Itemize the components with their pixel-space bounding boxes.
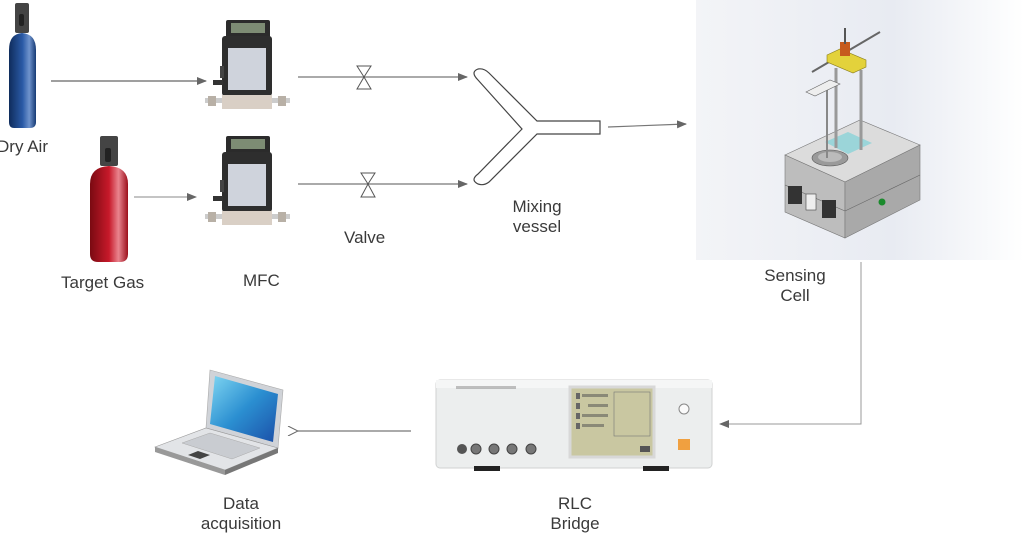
dry-air-label: Dry Air	[0, 137, 48, 156]
sensing-cell-label-line1: Sensing	[764, 266, 826, 285]
mfc-label: MFC	[243, 271, 280, 290]
rlc-bridge-label-line1: RLC	[557, 494, 592, 513]
data-acquisition-label-line1: Data	[223, 494, 259, 513]
valve-label: Valve	[344, 228, 386, 247]
rlc-bridge-label-line2: Bridge	[550, 514, 600, 533]
mixing-vessel-label-line2: vessel	[512, 217, 562, 236]
target-gas-label: Target Gas	[61, 273, 145, 292]
valve-top-icon	[356, 65, 372, 90]
data-acquisition-label-line2: acquisition	[200, 514, 282, 533]
target-gas-cylinder-icon	[90, 136, 128, 262]
sensing-cell-label-line2: Cell	[780, 286, 810, 305]
mfc-bottom-icon	[205, 136, 290, 225]
rlc-bridge-icon	[435, 379, 713, 471]
laptop-icon	[154, 369, 284, 475]
mixing-vessel-label: Mixing vessel	[503, 197, 571, 237]
sensing-cell-label: Sensing Cell	[755, 266, 835, 306]
edge-mixer-to-sensing-cell	[607, 120, 687, 129]
data-acquisition-label: Data acquisition	[186, 494, 296, 534]
mfc-top-icon	[205, 20, 290, 109]
edge-sensing-cell-to-rlc	[719, 262, 862, 428]
mixing-vessel-icon	[473, 68, 601, 186]
sensing-cell-icon	[696, 0, 1024, 260]
valve-bottom-icon	[360, 172, 376, 198]
mixing-vessel-label-line1: Mixing	[512, 197, 562, 216]
dry-air-cylinder-icon	[9, 3, 36, 128]
rlc-bridge-label: RLC Bridge	[540, 494, 610, 534]
